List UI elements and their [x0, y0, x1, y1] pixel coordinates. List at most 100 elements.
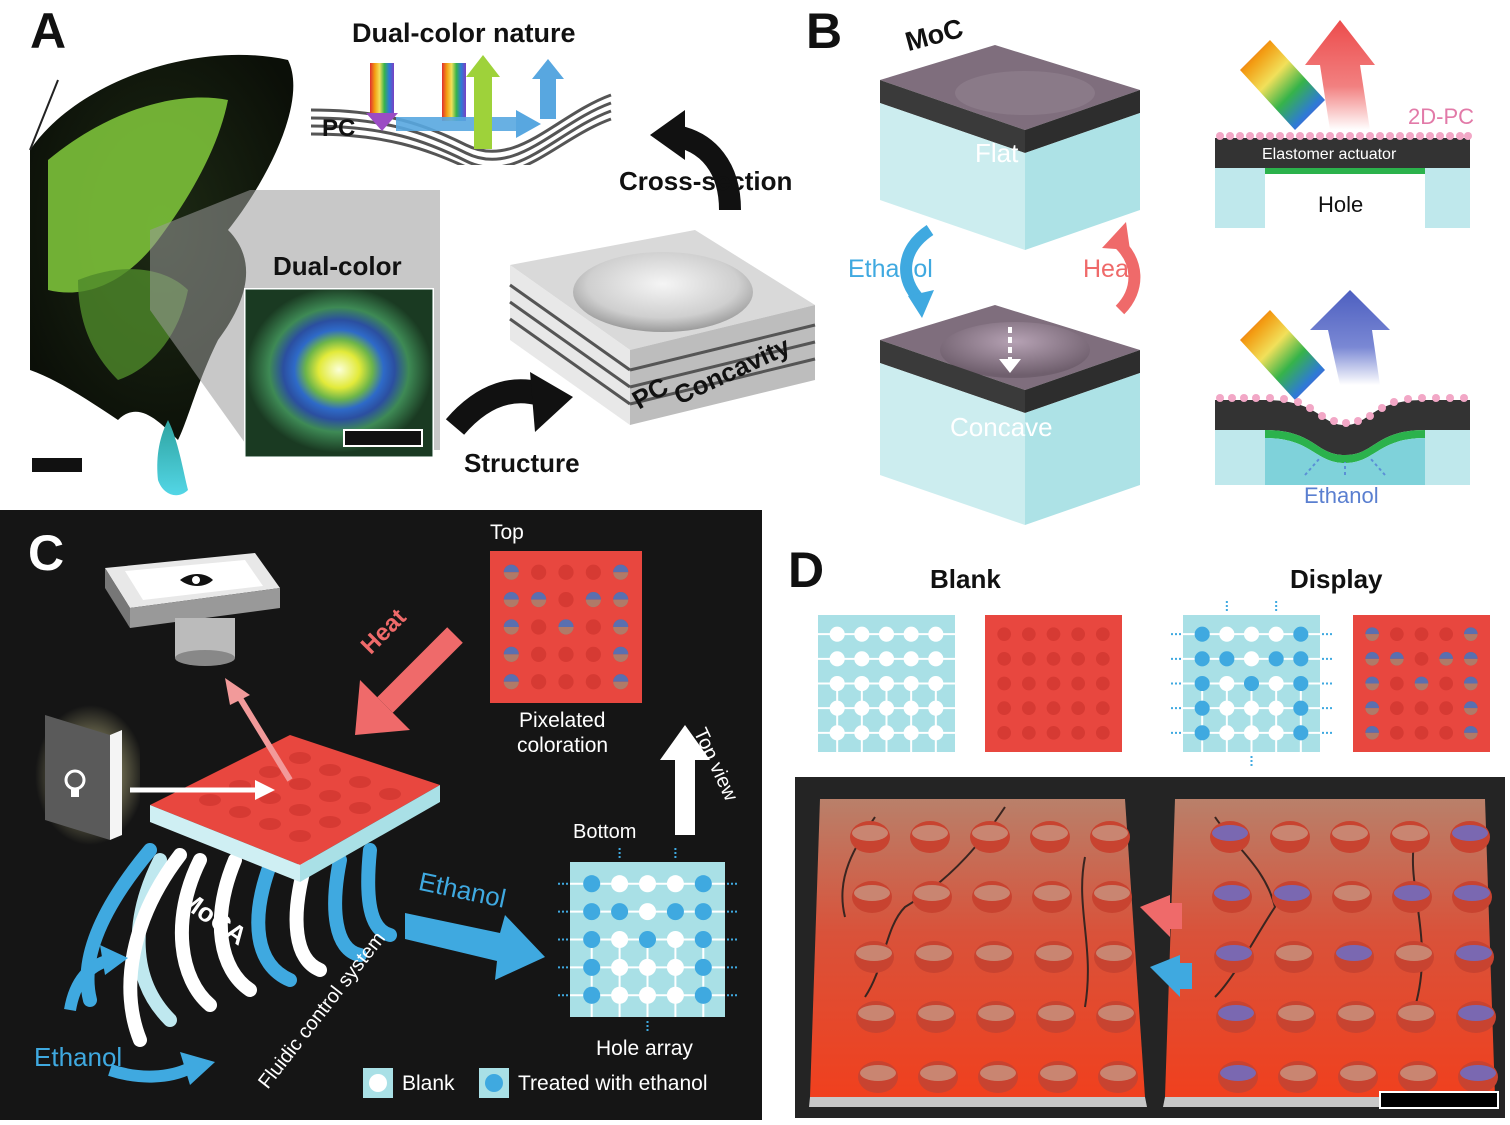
heat-arrow-c [355, 627, 463, 735]
top-pixel-colored [613, 674, 629, 682]
display-pixel-colored [1365, 651, 1380, 659]
blank-pixel [997, 701, 1012, 716]
moc-block-flat [880, 45, 1140, 250]
display-hole [1194, 675, 1210, 692]
cross-section-label: Cross-section [619, 166, 793, 196]
display-hole-array [1171, 601, 1332, 766]
photo-dome-top [1398, 1005, 1434, 1021]
top-pixel-colored [558, 619, 574, 627]
legend-treated-label: Treated with ethanol [518, 1072, 708, 1095]
display-pixel-colored-lower [1414, 683, 1429, 691]
display-hole [1293, 675, 1309, 692]
photo-dome-top [1452, 825, 1488, 841]
photo-dome-top [1454, 885, 1490, 901]
display-pixel-colored-lower [1365, 658, 1380, 666]
ethanol-inlet-arrows [64, 945, 215, 1085]
bottom-hole [694, 930, 712, 949]
pixelated-label-2: coloration [517, 734, 609, 757]
display-pixel-colored [1439, 651, 1454, 659]
legend-blank-dot [369, 1074, 387, 1092]
top-pixel-colored [503, 619, 519, 627]
heat-label-b: Heat [1083, 255, 1136, 283]
display-pixel [1389, 627, 1404, 642]
blank-pixel [1046, 651, 1061, 666]
photo-dome-top [918, 1005, 954, 1021]
display-pixel-colored-lower [1463, 634, 1478, 642]
photo-dome-top [1100, 1065, 1136, 1081]
display-pixel [1439, 627, 1454, 642]
blank-pixel [1095, 627, 1110, 642]
dual-color-nature-label: Dual-color nature [352, 18, 576, 48]
photo-dome-top [1040, 1065, 1076, 1081]
top-pixel [558, 646, 574, 662]
photo-dome-top [920, 1065, 956, 1081]
blank-pixel [1046, 701, 1061, 716]
bottom-hole [583, 958, 601, 976]
bottom-hole [666, 903, 684, 921]
display-pixel-colored-lower [1463, 658, 1478, 666]
photo-dome-top [1336, 945, 1372, 961]
photo-dome-top [976, 945, 1012, 961]
blank-pixel [1021, 701, 1036, 716]
pixelated-label-1: Pixelated [519, 709, 606, 732]
display-hole [1268, 651, 1284, 667]
blank-hole [903, 700, 919, 716]
structure-arrow [445, 372, 573, 436]
top-label: Top [490, 521, 524, 544]
blank-hole [878, 725, 895, 741]
bottom-hole [638, 986, 657, 1004]
concave-actuator-schematic [1215, 290, 1470, 485]
display-pixel-colored-lower [1389, 658, 1404, 666]
display-pixel-colored [1463, 627, 1478, 635]
top-view-arrow [660, 725, 710, 835]
display-hole [1243, 725, 1260, 741]
ethanol-label-b: Ethanol [848, 255, 933, 283]
blank-pixel [1095, 701, 1110, 716]
blank-hole [928, 725, 944, 741]
bottom-hole [638, 958, 657, 976]
light-source-icon [35, 705, 140, 845]
bottom-hole [583, 930, 601, 949]
photo-dome-top [1038, 1005, 1074, 1021]
top-pixel-colored-lower [613, 654, 629, 662]
display-hole [1293, 651, 1309, 667]
top-pixel-colored-lower [613, 599, 629, 608]
photo-dome-top [1274, 885, 1310, 901]
blank-pixel [1071, 676, 1086, 691]
display-hole [1243, 626, 1260, 642]
concavity-structure [509, 230, 816, 425]
moca-device [80, 678, 440, 1047]
photo-dome-top [1458, 1005, 1494, 1021]
photo-dome-top [854, 885, 890, 901]
display-pixel-colored [1365, 627, 1380, 635]
display-pixel [1439, 701, 1454, 716]
top-pixel [558, 564, 574, 580]
photo-dome-top [912, 825, 948, 841]
display-pixel-colored-lower [1365, 732, 1380, 740]
top-pixel-colored-lower [503, 654, 519, 662]
bottom-hole [611, 875, 629, 893]
display-hole [1194, 700, 1210, 716]
top-pixel-colored-lower [531, 599, 547, 608]
photo-dome-top [1272, 825, 1308, 841]
blank-pixel [1071, 651, 1086, 666]
photo-dome-top [1032, 825, 1068, 841]
photo-dome-top [858, 1005, 894, 1021]
blank-pixel [997, 651, 1012, 666]
blank-pixel [1095, 676, 1110, 691]
bottom-hole [611, 930, 629, 949]
top-pixel [531, 674, 547, 690]
twod-pc-label: 2D-PC [1408, 104, 1475, 129]
photo-dome-top [974, 885, 1010, 901]
blank-hole [854, 725, 870, 741]
top-pixel [558, 592, 574, 608]
display-pixel [1414, 701, 1429, 716]
photo-dome-top [1280, 1065, 1316, 1081]
display-pixel [1414, 627, 1429, 642]
top-pixel [585, 646, 601, 662]
blank-hole [878, 626, 895, 642]
photo-dome-top [1094, 885, 1130, 901]
heat-cycle-arrow [1102, 222, 1141, 315]
top-pixel [585, 619, 601, 635]
display-pixel-colored-lower [1439, 658, 1454, 666]
